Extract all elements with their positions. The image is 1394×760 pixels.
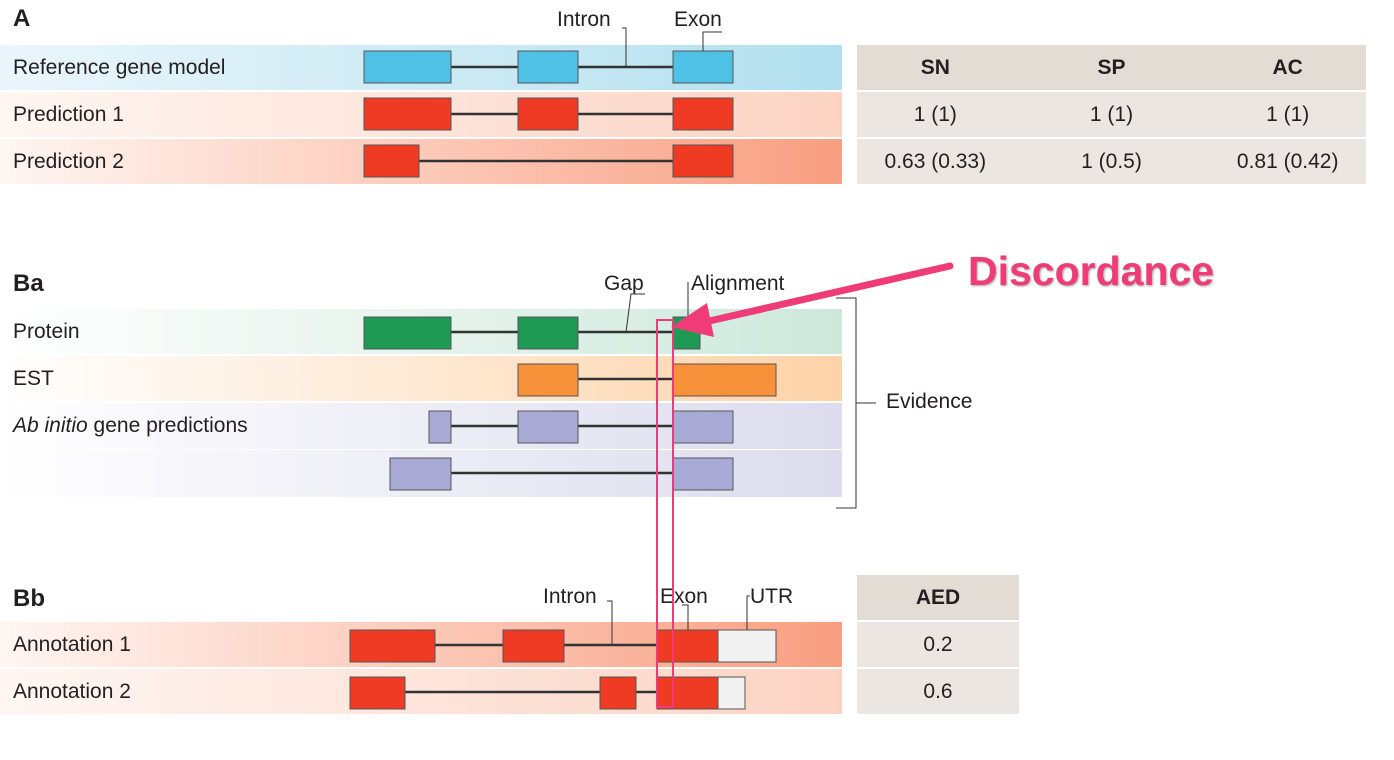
prediction-exon xyxy=(363,97,452,131)
intron-callout-a: Intron xyxy=(557,8,611,31)
intron-leader-b xyxy=(607,600,613,645)
est-label: EST xyxy=(13,367,54,390)
exon-leader-b xyxy=(682,604,689,630)
table-cell: 0.63 (0.33) xyxy=(884,149,987,173)
row-divider xyxy=(0,449,842,450)
aed-header: AED xyxy=(857,575,1019,620)
aed-value: 0.6 xyxy=(857,669,1019,714)
utr-block xyxy=(717,676,746,710)
ab-initio-label: Ab initio gene predictions xyxy=(13,414,248,437)
reference-exon xyxy=(363,50,452,84)
annotation-exon xyxy=(656,629,719,663)
utr-block xyxy=(717,629,777,663)
utr-callout: UTR xyxy=(750,585,794,608)
prediction-2-label: Prediction 2 xyxy=(13,150,124,173)
gap-callout: Gap xyxy=(604,272,644,295)
annotation-exon xyxy=(349,629,436,663)
reference-exon xyxy=(517,50,579,84)
discordance-highlight xyxy=(656,319,674,708)
abinitio-exon xyxy=(428,410,452,444)
sn-header: SN xyxy=(920,55,950,79)
discordance-label: Discordance xyxy=(968,248,1215,294)
reference-exon xyxy=(672,50,734,84)
exon-blocks xyxy=(349,50,777,710)
discordance-arrow-head xyxy=(671,303,714,337)
table-cell: 1 (1) xyxy=(913,102,957,126)
intron-callout-b: Intron xyxy=(543,585,597,608)
protein-exon xyxy=(363,316,452,350)
evidence-label: Evidence xyxy=(886,390,973,413)
est-exon xyxy=(672,363,777,397)
table-cell: 1 (1) xyxy=(1089,102,1134,126)
abinitio-exon xyxy=(517,410,579,444)
protein-label: Protein xyxy=(13,320,80,343)
evidence-bracket xyxy=(836,297,857,509)
table-cell: 1 (0.5) xyxy=(1081,149,1142,173)
annotation-2-label: Annotation 2 xyxy=(13,680,131,703)
section-bb-label: Bb xyxy=(13,585,45,612)
accuracy-table-row: 1 (1) 1 (1) 1 (1) xyxy=(857,92,1366,137)
gap-leader xyxy=(625,293,645,333)
reference-gene-model-label: Reference gene model xyxy=(13,56,226,79)
abinitio-exon xyxy=(389,457,452,491)
prediction-exon xyxy=(517,97,579,131)
annotation-1-label: Annotation 1 xyxy=(13,633,131,656)
annotation-exon xyxy=(599,676,637,710)
section-ba-label: Ba xyxy=(13,270,44,297)
annotation-exon xyxy=(502,629,565,663)
abinitio-exon xyxy=(672,410,734,444)
protein-exon xyxy=(517,316,579,350)
annotation-exon xyxy=(349,676,406,710)
exon-callout-a: Exon xyxy=(674,8,722,31)
alignment-callout: Alignment xyxy=(691,272,785,295)
sp-header: SP xyxy=(1097,55,1126,79)
exon-leader-a xyxy=(702,31,722,51)
table-cell: 1 (1) xyxy=(1266,102,1310,126)
est-exon xyxy=(517,363,579,397)
utr-leader xyxy=(746,595,750,630)
exon-callout-b: Exon xyxy=(660,585,708,608)
ac-header: AC xyxy=(1272,55,1303,79)
prediction-exon xyxy=(672,144,734,178)
accuracy-table-header: SN SP AC xyxy=(857,45,1366,90)
callout-leaders xyxy=(607,27,876,645)
annotation-exon xyxy=(656,676,719,710)
abinitio-exon xyxy=(672,457,734,491)
accuracy-table-row: 0.63 (0.33) 1 (0.5) 0.81 (0.42) xyxy=(857,139,1366,184)
table-cell: 0.81 (0.42) xyxy=(1236,149,1339,173)
aed-value: 0.2 xyxy=(857,622,1019,667)
section-a-label: A xyxy=(13,5,31,32)
intron-leader-a xyxy=(622,27,627,67)
prediction-1-label: Prediction 1 xyxy=(13,103,124,126)
prediction-exon xyxy=(672,97,734,131)
discordance-arrow-shaft xyxy=(701,262,954,326)
prediction-exon xyxy=(363,144,420,178)
